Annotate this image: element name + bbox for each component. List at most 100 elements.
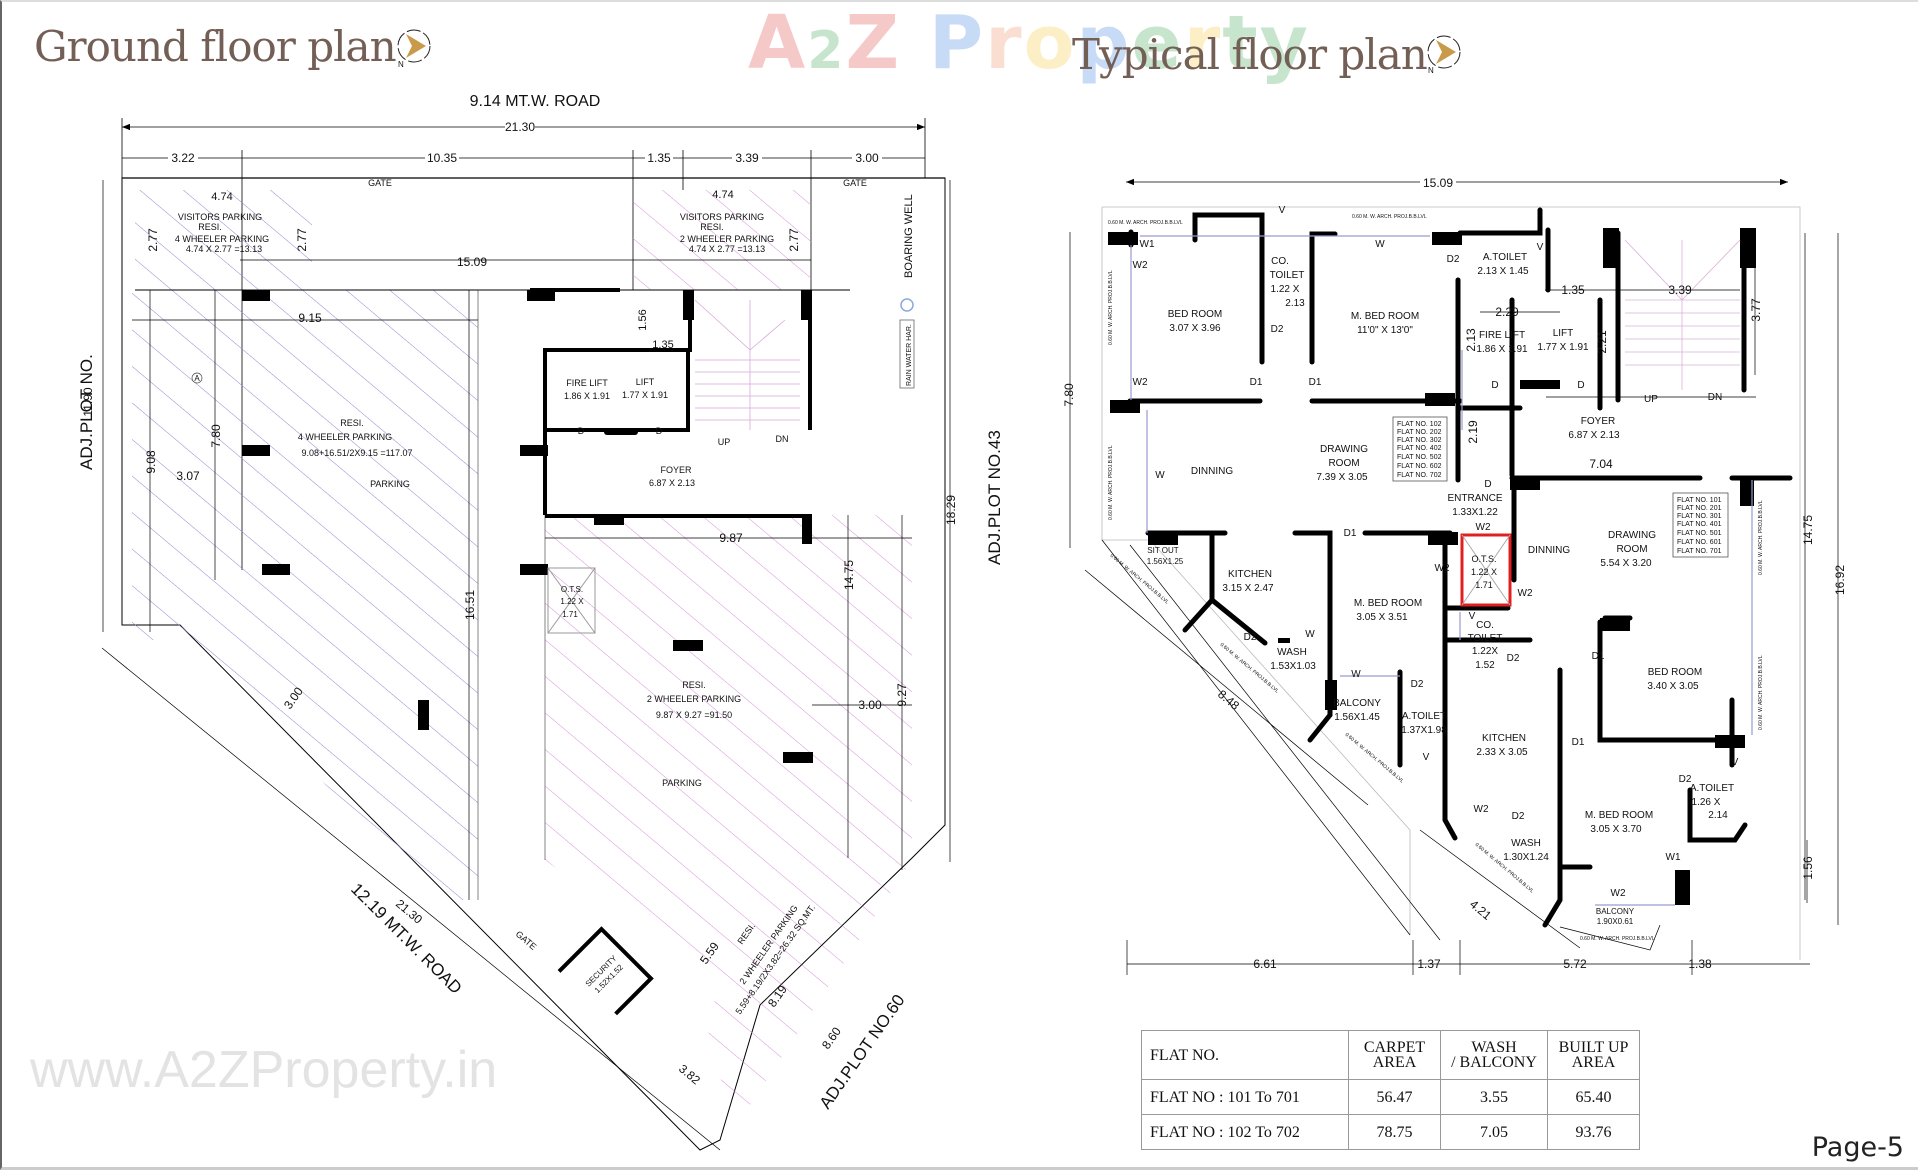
svg-text:3.82: 3.82 [676,1062,703,1088]
svg-text:2.13: 2.13 [1285,298,1305,309]
svg-text:7.04: 7.04 [1589,457,1613,471]
svg-text:1.77 X 1.91: 1.77 X 1.91 [622,390,668,400]
svg-text:DINNING: DINNING [1528,545,1570,556]
header-flat-no: FLAT NO. [1141,1030,1349,1080]
svg-text:V: V [1537,242,1544,253]
svg-text:1.71: 1.71 [1475,580,1493,590]
svg-text:3.07: 3.07 [176,469,200,483]
svg-text:D2: D2 [1512,811,1525,822]
svg-text:D: D [1577,380,1584,391]
a2z-property-watermark-logo: A2Z Property [748,0,1310,86]
svg-text:2.29: 2.29 [1495,305,1519,319]
svg-text:2.21: 2.21 [1595,330,1609,354]
svg-text:1.22 X: 1.22 X [1271,284,1300,295]
svg-text:D: D [578,426,585,436]
svg-text:3.77: 3.77 [1749,298,1763,322]
svg-text:0.60 M. W. ARCH. PROJ.B.B.LVL: 0.60 M. W. ARCH. PROJ.B.B.LVL [1758,655,1764,730]
dim-15-09: 15.09 [1423,176,1453,190]
svg-text:DRAWING: DRAWING [1608,530,1656,541]
watermark-letter: 2 [807,21,846,81]
svg-text:UP: UP [1644,394,1658,405]
svg-text:FLAT NO. 101: FLAT NO. 101 [1677,497,1722,504]
svg-text:M. BED ROOM: M. BED ROOM [1585,810,1653,821]
rain-water-label: RAIN WATER HAR. [906,324,913,386]
compass-n-label: N [1428,66,1434,74]
svg-text:FOYER: FOYER [660,465,692,475]
svg-text:FIRE LIFT: FIRE LIFT [566,378,608,388]
svg-text:W2: W2 [1435,563,1450,574]
svg-text:O.T.S.: O.T.S. [561,585,583,594]
svg-text:1.86 X 1.91: 1.86 X 1.91 [1476,344,1528,355]
svg-text:1.35: 1.35 [1561,283,1585,297]
boaring-well-label: BOARING WELL [903,194,915,278]
svg-text:FLAT NO. 301: FLAT NO. 301 [1677,513,1722,520]
svg-text:1.22 X: 1.22 X [560,597,584,606]
svg-text:PARKING: PARKING [370,479,410,489]
svg-text:ENTRANCE: ENTRANCE [1447,493,1502,504]
svg-text:W2: W2 [1474,804,1489,815]
svg-text:0.60 M. W. ARCH. PROJ.B.B.LVL: 0.60 M. W. ARCH. PROJ.B.B.LVL [1352,214,1427,220]
flat-range: FLAT NO : 102 To 702 [1141,1114,1349,1150]
svg-text:18.29: 18.29 [944,495,958,525]
svg-text:W: W [1351,669,1361,680]
svg-text:1.22X: 1.22X [1472,646,1498,657]
svg-text:2.13: 2.13 [1464,328,1478,352]
svg-text:W1: W1 [1666,852,1681,863]
road-top-label: 9.14 MT.W. ROAD [470,93,601,110]
svg-text:FLAT NO. 501: FLAT NO. 501 [1677,530,1722,537]
svg-text:3.39: 3.39 [1668,283,1692,297]
svg-text:9.08: 9.08 [144,450,158,474]
svg-text:1.56X1.25: 1.56X1.25 [1147,557,1184,566]
svg-text:RESI.: RESI. [198,222,222,232]
svg-text:4.21: 4.21 [1467,897,1494,923]
svg-text:4.74: 4.74 [712,189,733,201]
svg-text:FLAT NO. 602: FLAT NO. 602 [1397,463,1442,470]
svg-text:16.51: 16.51 [463,590,477,620]
svg-text:2.33 X 3.05: 2.33 X 3.05 [1476,747,1528,758]
watermark-letter: t [1222,0,1260,86]
svg-text:WASH: WASH [1511,838,1541,849]
svg-text:16.92: 16.92 [1833,565,1847,595]
svg-text:TOILET: TOILET [1270,270,1305,281]
svg-text:VISITORS PARKING: VISITORS PARKING [680,212,764,222]
svg-text:1.35: 1.35 [652,339,673,351]
north-compass-icon: N [397,29,431,68]
svg-text:1.77 X 1.91: 1.77 X 1.91 [1537,342,1589,353]
svg-text:D: D [1484,479,1491,490]
watermark-letter: P [928,0,986,86]
svg-text:FIRE LIFT: FIRE LIFT [1479,330,1525,341]
svg-text:2 WHEELER PARKING: 2 WHEELER PARKING [680,234,774,244]
svg-text:7.80: 7.80 [209,424,223,448]
svg-text:M. BED ROOM: M. BED ROOM [1354,598,1422,609]
svg-text:GATE: GATE [514,929,539,952]
gate-label: GATE [368,178,392,188]
svg-text:0.60 M. W. ARCH. PROJ.B.B.LVL: 0.60 M. W. ARCH. PROJ.B.B.LVL [1108,445,1114,520]
svg-text:W2: W2 [1133,377,1148,388]
svg-text:2.13 X 1.45: 2.13 X 1.45 [1477,266,1529,277]
svg-text:0.60 M. W. ARCH. PROJ.B.B.LVL: 0.60 M. W. ARCH. PROJ.B.B.LVL [1758,500,1764,575]
svg-text:CO.: CO. [1271,256,1289,267]
svg-text:BED ROOM: BED ROOM [1648,667,1702,678]
gate-label: GATE [843,178,867,188]
svg-text:FLAT NO. 302: FLAT NO. 302 [1397,437,1442,444]
watermark-letter: Z [845,0,902,86]
svg-text:8.60: 8.60 [819,1024,844,1051]
svg-text:11.90: 11.90 [81,387,95,416]
wash-balcony-area: 7.05 [1440,1114,1548,1150]
svg-text:D1: D1 [1344,528,1357,539]
svg-text:1.37: 1.37 [1417,957,1441,971]
header-wash-balcony: WASH/ BALCONY [1440,1030,1548,1080]
svg-text:4.74 X 2.77 =13.13: 4.74 X 2.77 =13.13 [689,244,765,254]
svg-text:FLAT NO. 202: FLAT NO. 202 [1397,429,1442,436]
svg-text:2.19: 2.19 [1466,420,1480,444]
svg-text:W2: W2 [1133,260,1148,271]
svg-text:FLAT NO. 402: FLAT NO. 402 [1397,445,1442,452]
svg-text:4 WHEELER PARKING: 4 WHEELER PARKING [298,432,392,442]
svg-text:3.15 X 2.47: 3.15 X 2.47 [1222,583,1274,594]
svg-text:FLAT NO. 701: FLAT NO. 701 [1677,548,1722,555]
svg-text:A: A [194,374,200,383]
watermark-letter: o [1023,0,1077,86]
svg-text:FLAT NO. 201: FLAT NO. 201 [1677,505,1722,512]
